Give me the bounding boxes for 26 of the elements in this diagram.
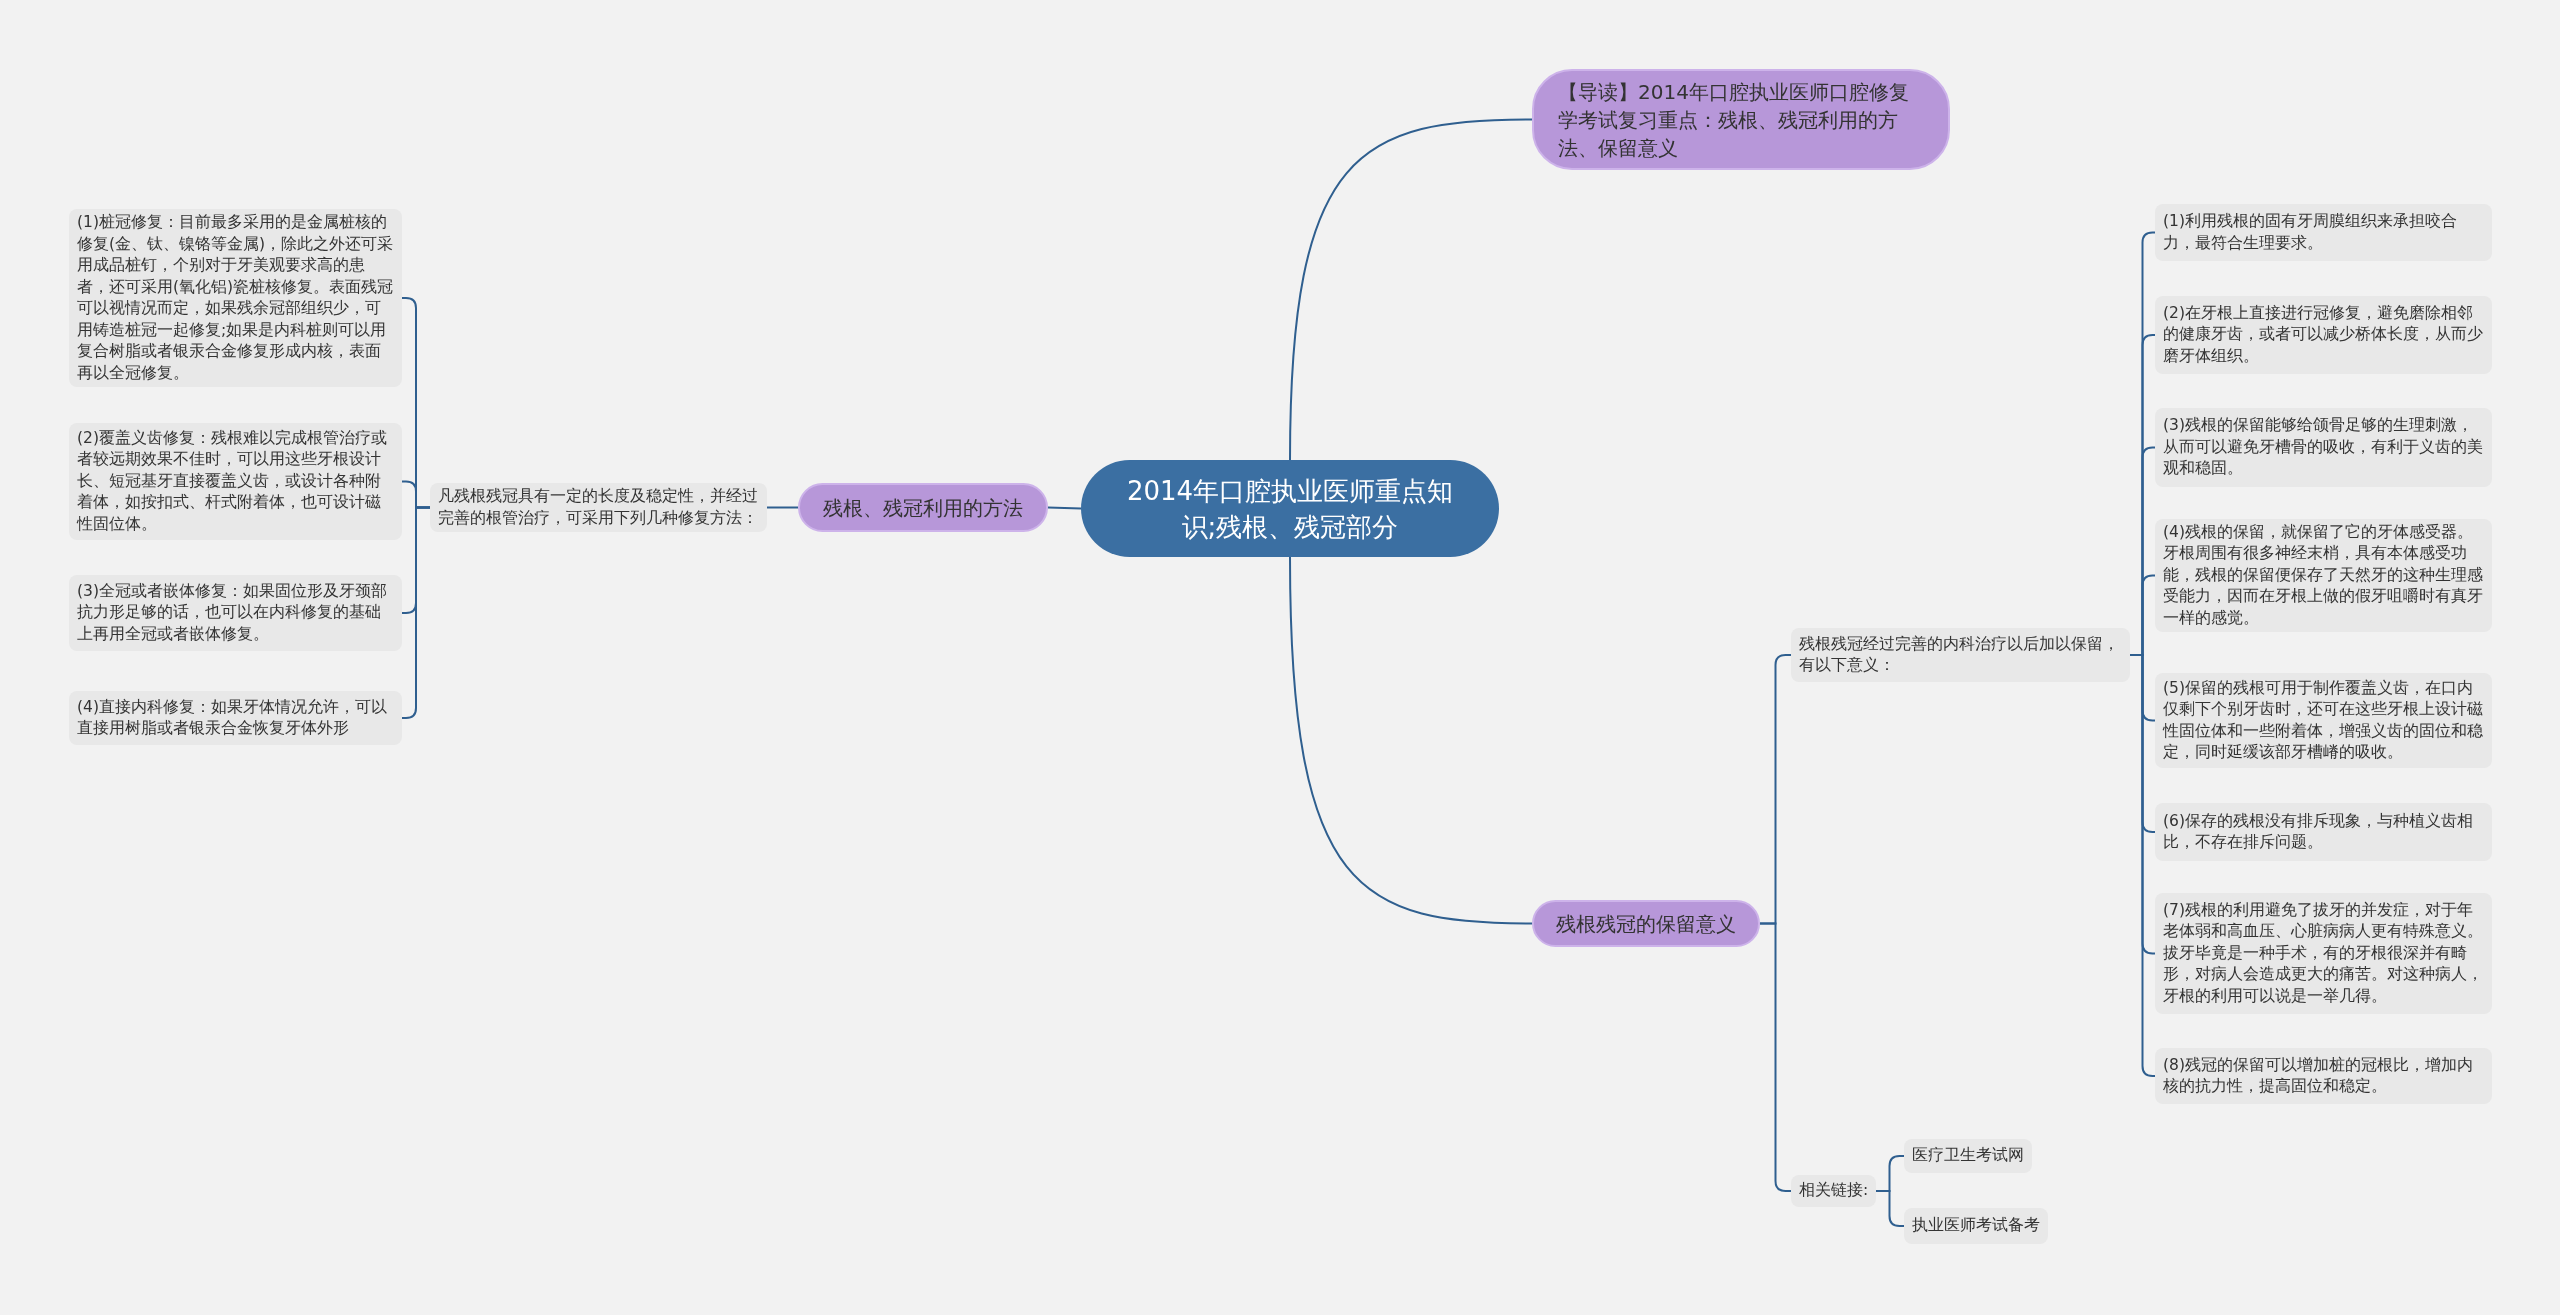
text-box: 相关链接: [1791, 1175, 1877, 1207]
text-box: (1)桩冠修复：目前最多采用的是金属桩核的修复(金、钛、镍铬等金属)，除此之外还可采用成品桩钉，个别对于牙美观要求高的患者，还可采用(氧化铝)瓷桩核修复。表面残冠可以视情况而定，如果残余冠部组织少，可用铸造桩冠一起修复;如果是内科桩则可以用复合树脂或者银汞合金修复形成内核，表面再以全冠修复。 [69, 209, 402, 387]
central-topic: 2014年口腔执业医师重点知识;残根、残冠部分 [1081, 460, 1499, 557]
text-box: (5)保留的残根可用于制作覆盖义齿，在口内仅剩下个别牙齿时，还可在这些牙根上设计磁性固位体和一些附着体，增强义齿的固位和稳定，同时延缓该部牙槽嵴的吸收。 [2155, 673, 2492, 768]
text-box: 凡残根残冠具有一定的长度及稳定性，并经过完善的根管治疗，可采用下列几种修复方法： [430, 483, 767, 532]
text-box: 残根残冠经过完善的内科治疗以后加以保留，有以下意义： [1791, 628, 2130, 682]
connector-line [1289, 118, 1533, 461]
text-box: (3)全冠或者嵌体修复：如果固位形及牙颈部抗力形足够的话，也可以在内科修复的基础上再用全冠或者嵌体修复。 [69, 575, 402, 651]
topic-bubble: 残根残冠的保留意义 [1532, 900, 1760, 947]
connector-line [1047, 506, 1082, 510]
text-box: (7)残根的利用避免了拔牙的并发症，对于年老体弱和高血压、心脏病病人更有特殊意义。拔牙毕竟是一种手术，有的牙根很深并有畸形，对病人会造成更大的痛苦。对这种病人，牙根的利用可以说是一举几得。 [2155, 893, 2492, 1014]
connector-line [401, 506, 431, 719]
text-box: (6)保存的残根没有排斥现象，与种植义齿相比，不存在排斥问题。 [2155, 803, 2492, 861]
text-box: (3)残根的保留能够给颌骨足够的生理刺激，从而可以避免牙槽骨的吸收，有利于义齿的美观和稳固。 [2155, 408, 2492, 487]
text-box: 执业医师考试备考 [1904, 1208, 2048, 1244]
topic-bubble: 残根、残冠利用的方法 [798, 483, 1048, 532]
text-box: (4)残根的保留，就保留了它的牙体感受器。牙根周围有很多神经末梢，具有本体感受功能，残根的保留便保存了天然牙的这种生理感受能力，因而在牙根上做的假牙咀嚼时有真牙一样的感觉。 [2155, 519, 2492, 632]
topic-bubble: 【导读】2014年口腔执业医师口腔修复学考试复习重点：残根、残冠利用的方法、保留意义 [1532, 69, 1950, 170]
connector-line [1289, 556, 1533, 925]
connector-line [766, 506, 799, 509]
text-box: (2)覆盖义齿修复：残根难以完成根管治疗或者较远期效果不佳时，可以用这些牙根设计长、短冠基牙直接覆盖义齿，或设计各种附着体，如按扣式、杆式附着体，也可设计磁性固位体。 [69, 423, 402, 540]
text-box: (4)直接内科修复：如果牙体情况允许，可以直接用树脂或者银汞合金恢复牙体外形 [69, 691, 402, 745]
text-box: 医疗卫生考试网 [1904, 1139, 2032, 1173]
text-box: (8)残冠的保留可以增加桩的冠根比，增加内核的抗力性，提高固位和稳定。 [2155, 1048, 2492, 1104]
text-box: (1)利用残根的固有牙周膜组织来承担咬合力，最符合生理要求。 [2155, 204, 2492, 261]
text-box: (2)在牙根上直接进行冠修复，避免磨除相邻的健康牙齿，或者可以减少桥体长度，从而少磨牙体组织。 [2155, 296, 2492, 374]
